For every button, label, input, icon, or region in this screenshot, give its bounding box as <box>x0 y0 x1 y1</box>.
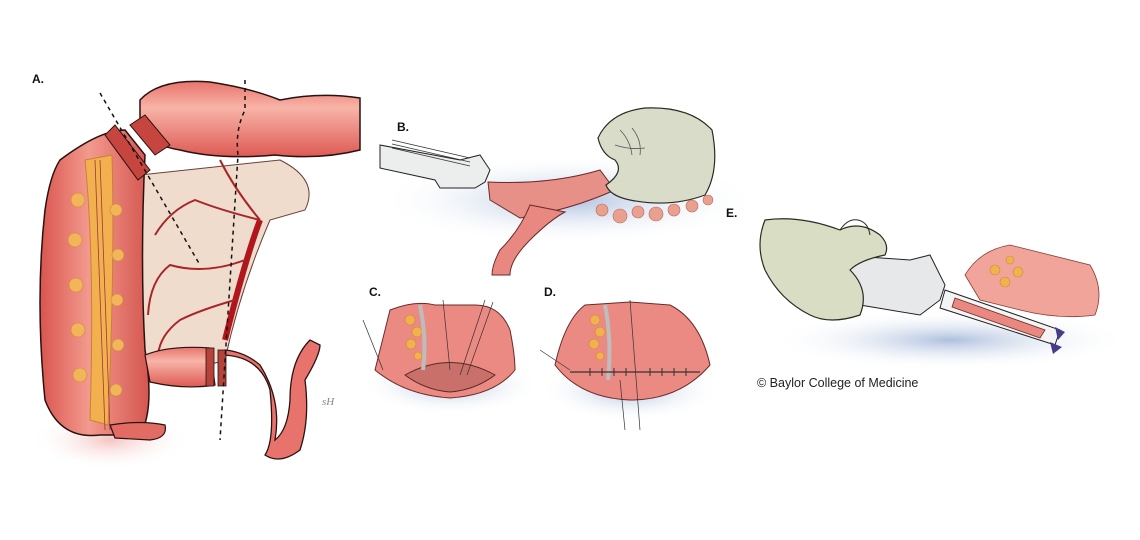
stapler-and-bowel-illustration <box>379 107 760 276</box>
panel-b-label: B. <box>397 120 409 134</box>
panel-a: A. <box>20 60 365 480</box>
panel-c-label: C. <box>369 285 381 299</box>
panel-a-label: A. <box>32 72 44 86</box>
panel-b: B. <box>370 100 760 280</box>
copyright-credit: © Baylor College of Medicine <box>757 376 919 390</box>
linear-stapler-illustration <box>759 218 1130 370</box>
colon-illustration: sH <box>30 80 361 470</box>
open-bowel-ends-illustration <box>360 299 540 415</box>
sutured-anastomosis-illustration <box>539 299 720 431</box>
panel-c: C. <box>355 280 540 430</box>
artist-signature: sH <box>322 396 335 408</box>
panel-e: E. © Baylor College of Medicine <box>720 190 1130 400</box>
panel-d-label: D. <box>544 285 556 299</box>
panel-e-label: E. <box>726 206 738 220</box>
panel-d: D. <box>530 280 725 440</box>
